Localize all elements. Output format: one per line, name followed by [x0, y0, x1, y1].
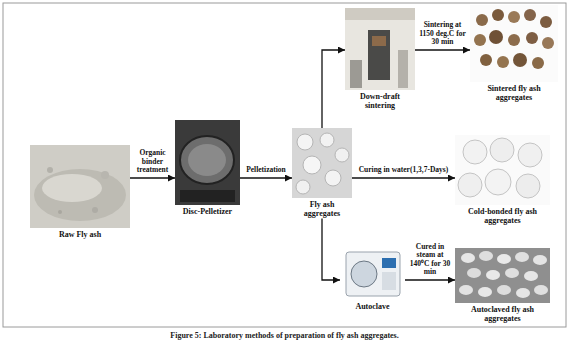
- cold-bonded-aggregates-photo: [455, 135, 550, 205]
- image-label: Autoclaved fly ash aggregates: [455, 305, 550, 323]
- flow-arrow: [352, 177, 455, 178]
- image-label: Fly ash aggregates: [292, 200, 352, 218]
- process-condition: Pelletization: [245, 166, 287, 175]
- image-label: Down-draft sintering: [345, 92, 415, 110]
- image-label: Cold-bonded fly ash aggregates: [455, 207, 550, 225]
- image-label: Sintered fly ash aggregates: [470, 84, 558, 102]
- flow-arrow: [322, 218, 340, 280]
- process-condition: Curing in water(1,3,7-Days): [358, 166, 450, 175]
- image-node: Fly ash aggregates: [292, 128, 352, 218]
- disc-pelletizer-photo: [175, 120, 240, 205]
- autoclave-photo: [340, 245, 405, 300]
- flow-arrow: [405, 279, 455, 280]
- image-node: Raw Fly ash: [30, 145, 130, 239]
- process-condition: Cured in steam at 140⁰C for 30 min: [406, 243, 454, 278]
- image-node: Cold-bonded fly ash aggregates: [455, 135, 550, 225]
- autoclaved-aggregates-photo: [455, 248, 550, 303]
- image-label: Autoclave: [340, 302, 405, 311]
- image-node: Down-draft sintering: [345, 8, 415, 110]
- figure-caption: Figure 5: Laboratory methods of preparat…: [0, 331, 569, 340]
- image-node: Sintered fly ash aggregates: [470, 5, 558, 102]
- sintered-aggregates-photo: [470, 5, 558, 82]
- process-condition: Sintering at 1150 deg.C for 30 min: [416, 21, 469, 47]
- figure-frame: [3, 3, 566, 327]
- raw-fly-ash-photo: [30, 145, 130, 228]
- process-condition: Organic binder treatment: [131, 149, 174, 175]
- aggregates-photo: [292, 128, 352, 198]
- image-label: Raw Fly ash: [30, 230, 130, 239]
- furnace-photo: [345, 8, 415, 90]
- image-node: Disc-Pelletizer: [175, 120, 240, 216]
- image-label: Disc-Pelletizer: [175, 207, 240, 216]
- flow-arrow: [415, 49, 470, 50]
- flow-arrow: [130, 177, 175, 178]
- image-node: Autoclave: [340, 245, 405, 311]
- flow-arrow: [322, 50, 345, 128]
- image-node: Autoclaved fly ash aggregates: [455, 248, 550, 323]
- flow-arrow: [240, 177, 292, 178]
